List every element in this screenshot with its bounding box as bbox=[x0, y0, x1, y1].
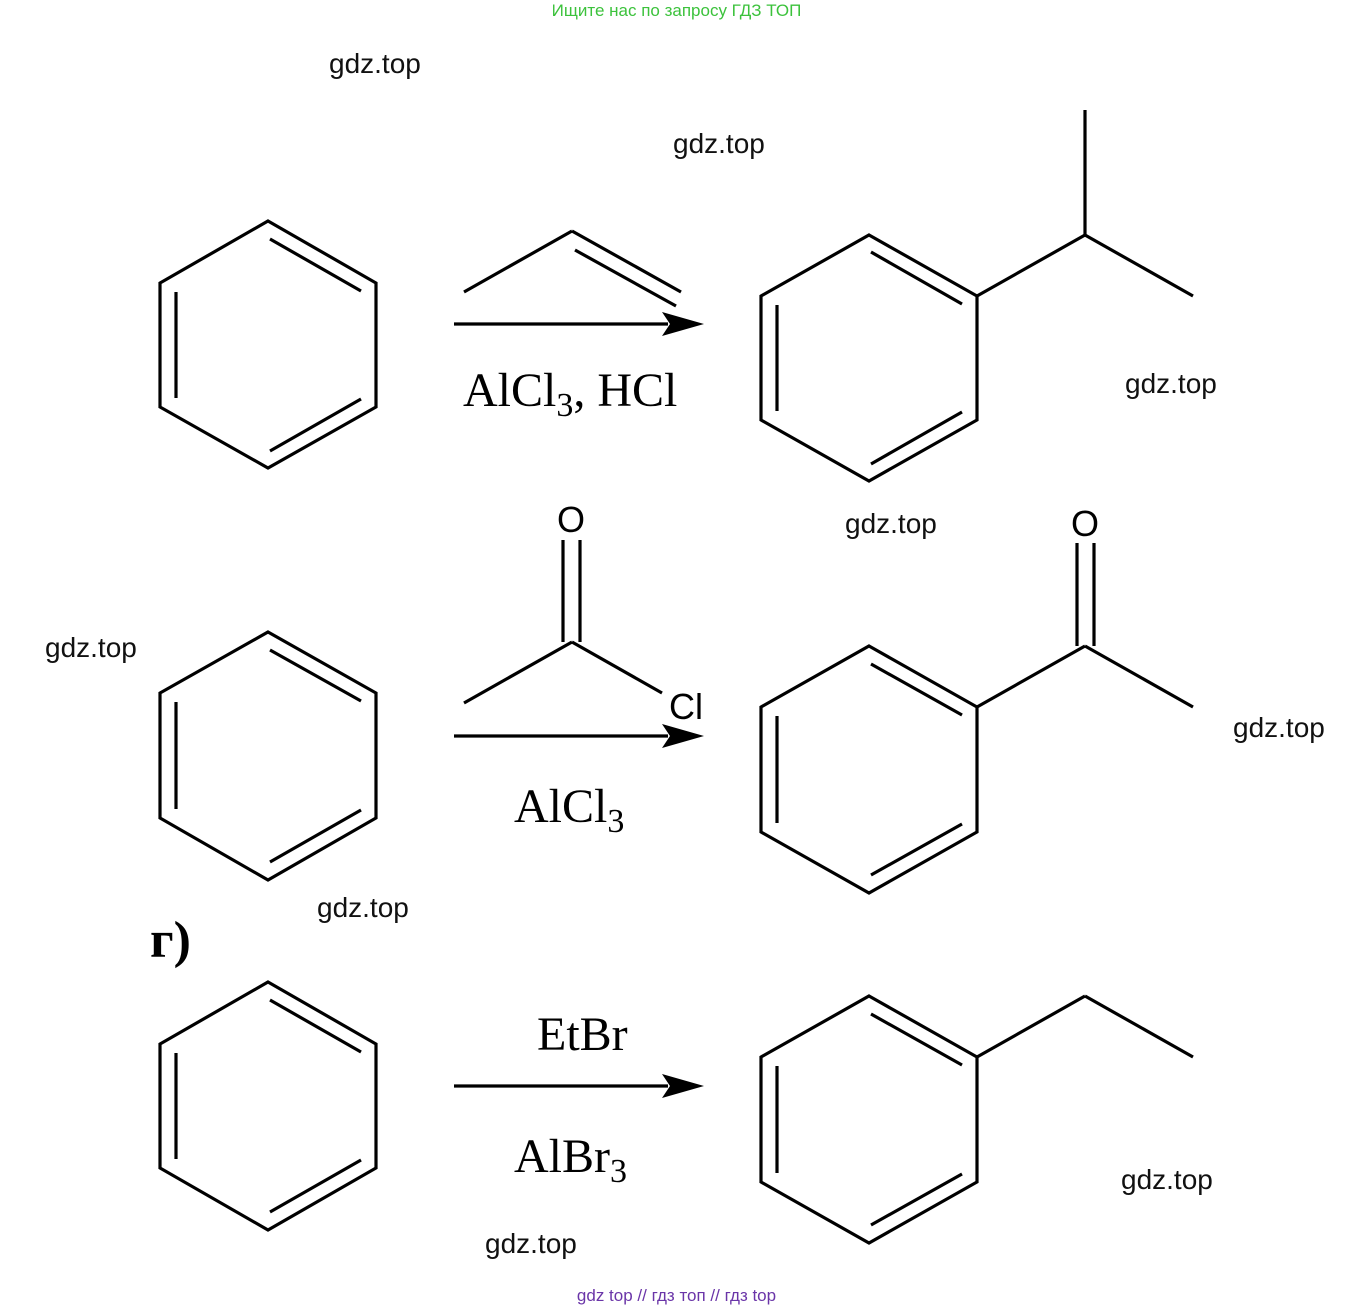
oxygen-atom-product: O bbox=[1071, 503, 1099, 544]
reaction-arrow-1 bbox=[454, 312, 704, 336]
watermark-text: gdz.top bbox=[1125, 368, 1217, 399]
catalyst-label-2: AlCl3 bbox=[514, 780, 624, 840]
reaction-arrow-3 bbox=[454, 1074, 704, 1098]
propene-reagent bbox=[463, 229, 682, 308]
catalyst-label-1: AlCl3, HCl bbox=[463, 364, 677, 424]
benzene-reactant-2 bbox=[158, 630, 378, 882]
watermark-text: gdz.top bbox=[485, 1228, 577, 1259]
watermark-text: gdz.top bbox=[673, 128, 765, 159]
bottom-banner: gdz top // гдз топ // гдз top bbox=[576, 1286, 777, 1305]
watermarks: gdz.top gdz.top gdz.top gdz.top gdz.top … bbox=[45, 48, 1325, 1259]
ethylbenzene-product bbox=[759, 994, 1194, 1245]
watermark-text: gdz.top bbox=[317, 892, 409, 923]
oxygen-atom-reagent: O bbox=[557, 499, 585, 540]
watermark-text: gdz.top bbox=[845, 508, 937, 539]
catalyst-label-3: AlBr3 bbox=[514, 1130, 627, 1190]
acetophenone-product: O bbox=[759, 503, 1194, 895]
benzene-reactant-1 bbox=[158, 219, 378, 470]
reaction-arrow-2 bbox=[454, 724, 704, 748]
reaction-1: AlCl3, HCl bbox=[158, 110, 1194, 483]
reaction-2: O Cl AlCl3 O bbox=[158, 499, 1194, 895]
watermark-text: gdz.top bbox=[1233, 712, 1325, 743]
cumene-product bbox=[759, 110, 1194, 483]
watermark-text: gdz.top bbox=[45, 632, 137, 663]
chlorine-atom: Cl bbox=[669, 686, 703, 727]
section-label: г) bbox=[150, 912, 191, 969]
benzene-reactant-3 bbox=[158, 980, 378, 1232]
watermark-text: gdz.top bbox=[329, 48, 421, 79]
watermark-text: gdz.top bbox=[1121, 1164, 1213, 1195]
top-banner: Ищите нас по запросу ГДЗ ТОП bbox=[551, 1, 802, 20]
acetyl-chloride-reagent: O Cl bbox=[463, 499, 703, 727]
reagent-label-3: EtBr bbox=[537, 1008, 628, 1061]
reaction-3: EtBr AlBr3 bbox=[158, 980, 1194, 1245]
